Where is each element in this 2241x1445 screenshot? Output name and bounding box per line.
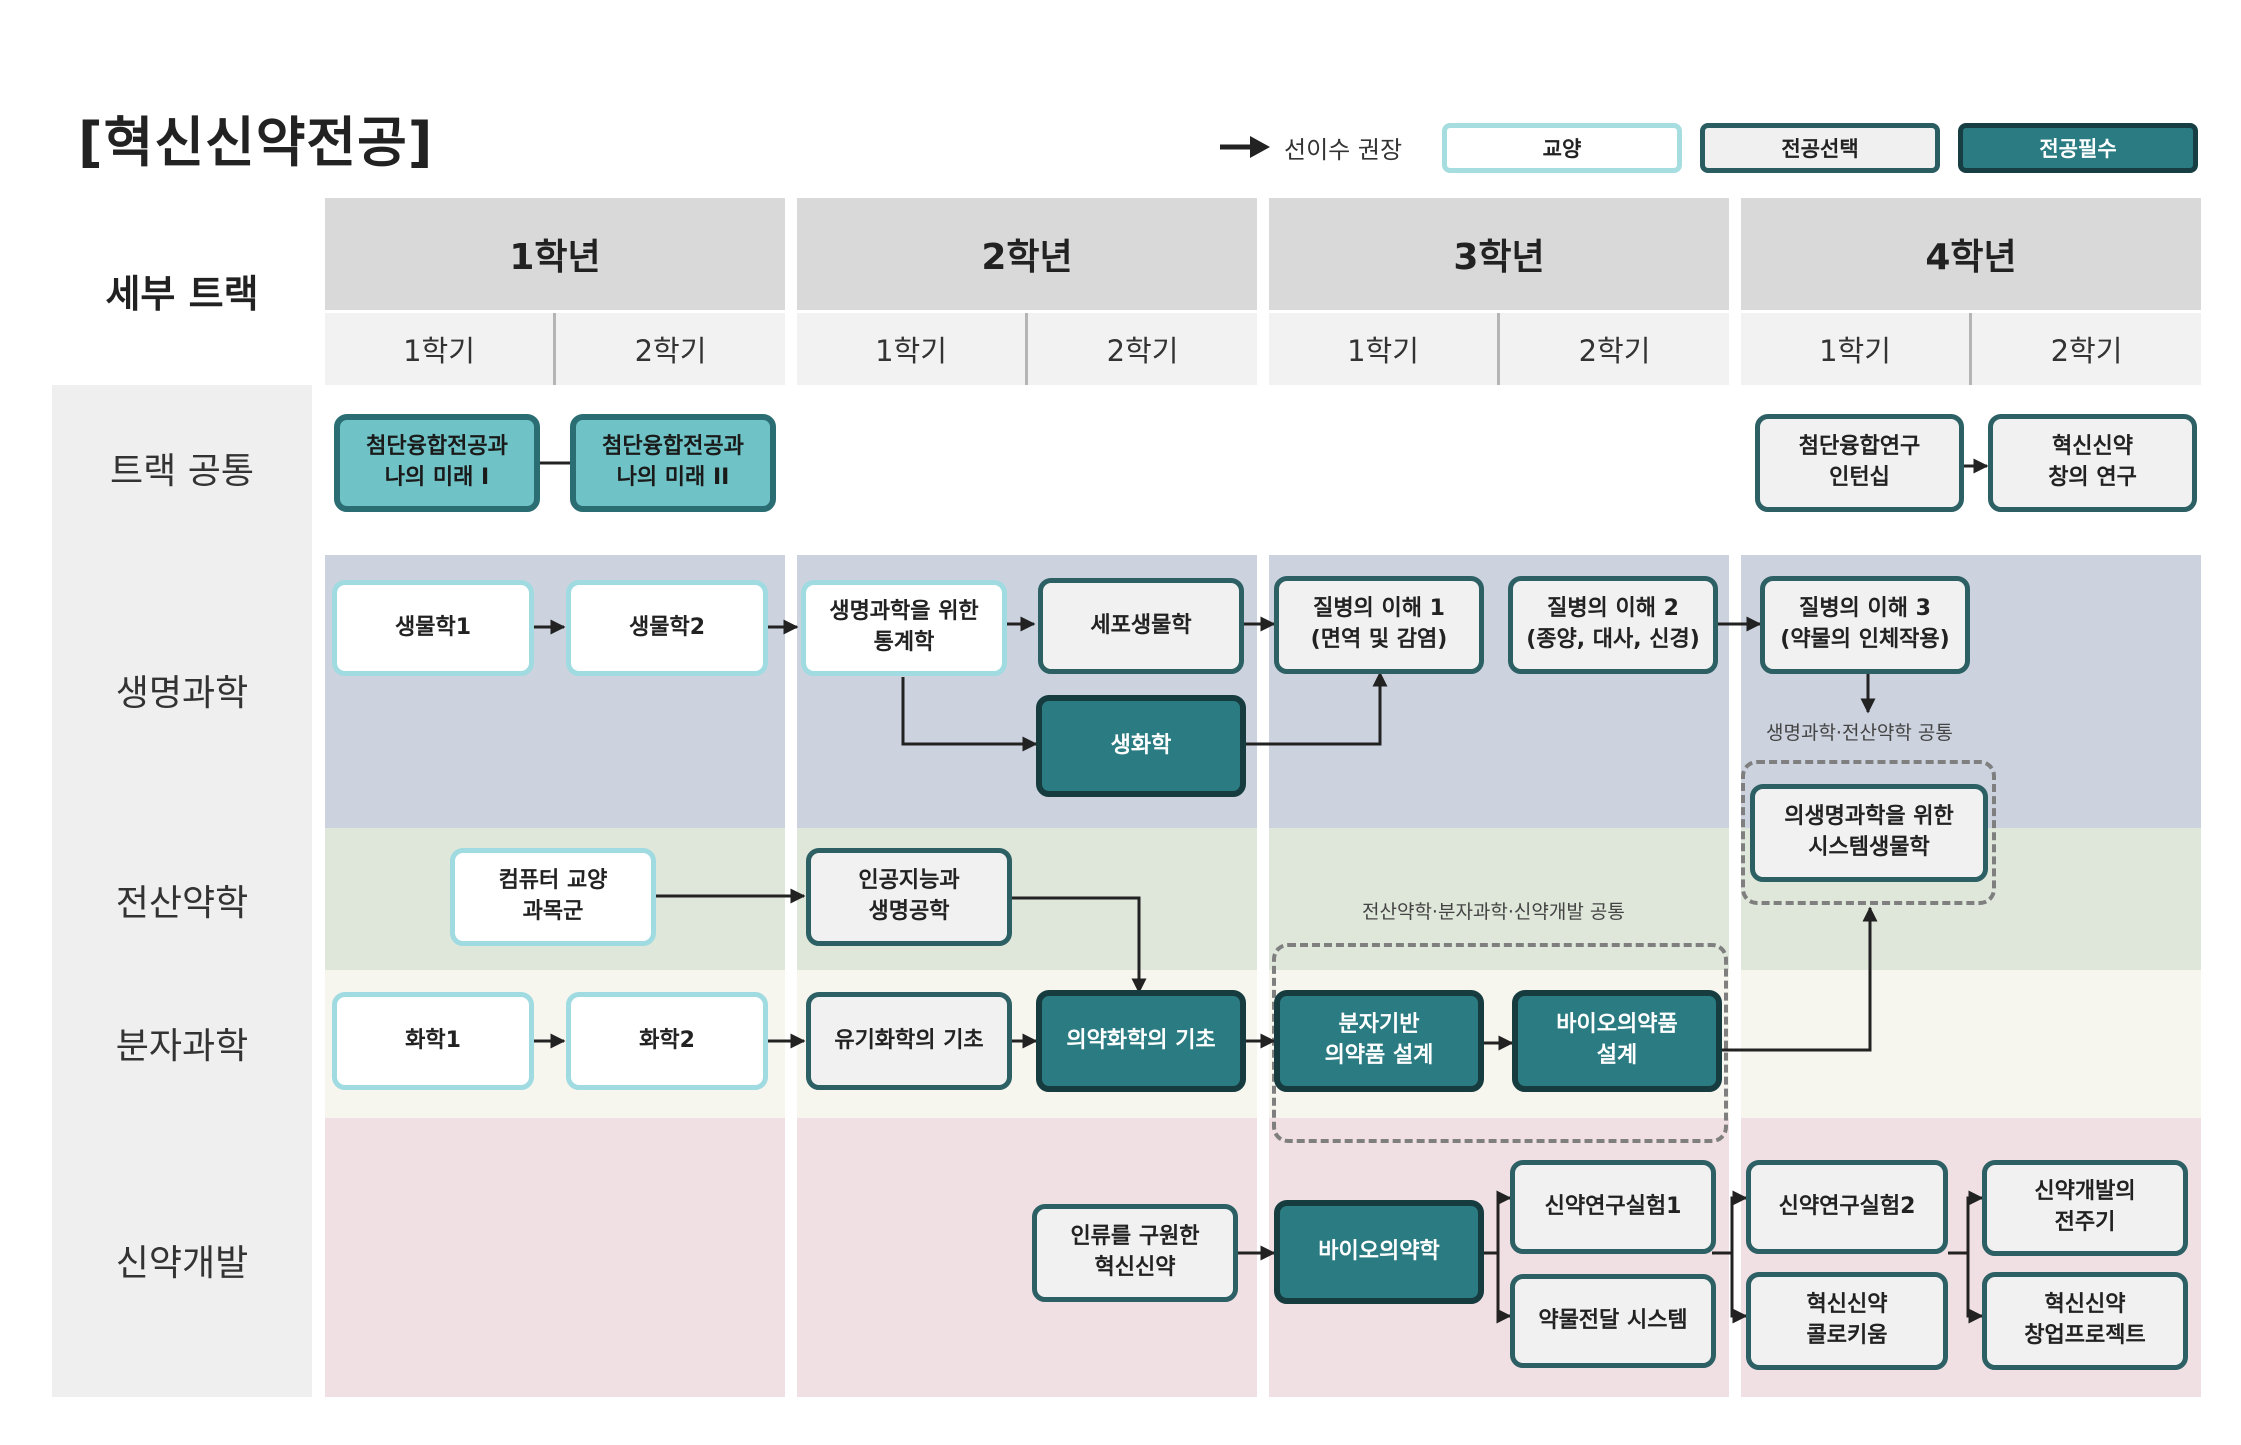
course-creative-research[interactable]: 혁신신약 창의 연구 <box>1988 414 2197 512</box>
course-colloquium[interactable]: 혁신신약 콜로키움 <box>1746 1272 1948 1370</box>
course-drug-lab-2[interactable]: 신약연구실험2 <box>1746 1160 1948 1254</box>
legend-major-required: 전공필수 <box>1958 123 2198 173</box>
semester-header: 2학기 <box>556 313 785 385</box>
semester-header: 1학기 <box>1269 313 1497 385</box>
course-disease-3[interactable]: 질병의 이해 3 (약물의 인체작용) <box>1760 576 1970 674</box>
course-drug-lab-1[interactable]: 신약연구실험1 <box>1510 1160 1716 1254</box>
course-organic-chemistry[interactable]: 유기화학의 기초 <box>806 992 1012 1090</box>
semester-divider <box>1497 313 1500 385</box>
course-medicinal-chemistry[interactable]: 의약화학의 기초 <box>1036 990 1246 1092</box>
year-header-4: 4학년 <box>1741 198 2201 310</box>
semester-header: 2학기 <box>1028 313 1257 385</box>
track-header: 세부 트랙 <box>105 271 259 316</box>
course-drug-lifecycle[interactable]: 신약개발의 전주기 <box>1982 1160 2188 1256</box>
semester-header: 2학기 <box>1500 313 1729 385</box>
course-computer-general[interactable]: 컴퓨터 교양 과목군 <box>450 848 656 946</box>
course-chemistry-1[interactable]: 화학1 <box>332 992 534 1090</box>
course-biostatistics[interactable]: 생명과학을 위한 통계학 <box>801 580 1007 676</box>
course-saving-humanity-drugs[interactable]: 인류를 구원한 혁신신약 <box>1032 1204 1238 1302</box>
year-header-2: 2학년 <box>797 198 1257 310</box>
course-disease-2[interactable]: 질병의 이해 2 (종양, 대사, 신경) <box>1508 576 1718 674</box>
year-header-1: 1학년 <box>325 198 785 310</box>
row-label-computational: 전산약학 <box>115 883 249 924</box>
note-comp-mol-drug-common: 전산약학·분자과학·신약개발 공통 <box>1362 901 1625 923</box>
course-common-future-2[interactable]: 첨단융합전공과 나의 미래 II <box>570 414 776 512</box>
legend-major-elective: 전공선택 <box>1700 123 1940 173</box>
course-ai-biotech[interactable]: 인공지능과 생명공학 <box>806 848 1012 946</box>
page-title: [혁신신약전공] <box>78 111 434 174</box>
band-mol-y4 <box>1741 970 2201 1118</box>
semester-header: 1학기 <box>797 313 1025 385</box>
course-disease-1[interactable]: 질병의 이해 1 (면역 및 감염) <box>1274 576 1484 674</box>
semester-divider <box>1969 313 1972 385</box>
semester-header: 1학기 <box>325 313 553 385</box>
semester-divider <box>553 313 556 385</box>
semester-header: 2학기 <box>1972 313 2201 385</box>
row-label-life-science: 생명과학 <box>115 673 249 714</box>
course-common-future-1[interactable]: 첨단융합전공과 나의 미래 I <box>334 414 540 512</box>
legend-arrow-icon <box>1220 132 1270 162</box>
course-chemistry-2[interactable]: 화학2 <box>566 992 768 1090</box>
course-biologics-design[interactable]: 바이오의약품 설계 <box>1512 990 1722 1092</box>
row-label-common: 트랙 공통 <box>110 451 254 492</box>
note-life-comp-common: 생명과학·전산약학 공통 <box>1766 722 1953 744</box>
semester-header: 1학기 <box>1741 313 1969 385</box>
course-cell-biology[interactable]: 세포생물학 <box>1038 578 1244 674</box>
course-molecular-drug-design[interactable]: 분자기반 의약품 설계 <box>1274 990 1484 1092</box>
course-systems-biology[interactable]: 의생명과학을 위한 시스템생물학 <box>1750 784 1988 882</box>
row-label-molecular: 분자과학 <box>115 1026 249 1067</box>
band-drug-y1 <box>325 1118 785 1397</box>
course-biology-1[interactable]: 생물학1 <box>332 580 534 676</box>
course-biopharmaceutics[interactable]: 바이오의약학 <box>1274 1200 1484 1304</box>
course-startup-project[interactable]: 혁신신약 창업프로젝트 <box>1982 1272 2188 1370</box>
semester-divider <box>1025 313 1028 385</box>
course-research-internship[interactable]: 첨단융합연구 인턴십 <box>1755 414 1964 512</box>
year-header-3: 3학년 <box>1269 198 1729 310</box>
legend-arrow-label: 선이수 권장 <box>1284 136 1403 164</box>
course-drug-delivery[interactable]: 약물전달 시스템 <box>1510 1274 1716 1368</box>
course-biology-2[interactable]: 생물학2 <box>566 580 768 676</box>
legend-elective-general: 교양 <box>1442 123 1682 173</box>
row-label-drug-dev: 신약개발 <box>115 1243 249 1284</box>
course-biochemistry[interactable]: 생화학 <box>1036 695 1246 797</box>
track-label-column <box>52 385 312 1397</box>
group-life-comp-common <box>1741 760 1996 905</box>
